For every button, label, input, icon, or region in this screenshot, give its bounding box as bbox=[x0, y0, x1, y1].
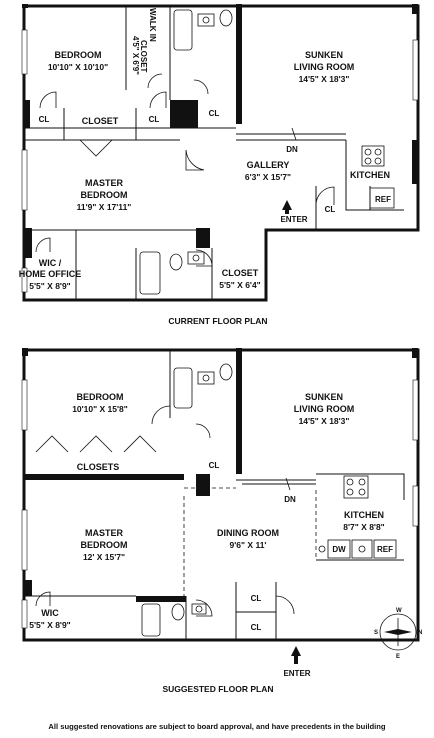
suggested-plan-caption: SUGGESTED FLOOR PLAN bbox=[163, 684, 274, 694]
current-cl-left: CL bbox=[39, 115, 50, 124]
suggested-master-label-2: BEDROOM bbox=[81, 540, 128, 550]
current-living-label-2: LIVING ROOM bbox=[294, 62, 355, 72]
current-bedroom-label: BEDROOM bbox=[55, 50, 102, 60]
suggested-living-label-1: SUNKEN bbox=[305, 392, 343, 402]
current-master-label-2: BEDROOM bbox=[81, 190, 128, 200]
current-closet2-dim: 5'5" X 6'4" bbox=[219, 280, 260, 290]
disclaimer-text: All suggested renovations are subject to… bbox=[48, 722, 386, 731]
compass-icon: W E S N bbox=[374, 608, 422, 660]
suggested-bedroom-dim: 10'10" X 15'8" bbox=[72, 404, 128, 414]
current-floor-plan: BEDROOM 10'10" X 10'10" WALK IN CLOSET 4… bbox=[19, 4, 420, 302]
suggested-master-dim: 12' X 15'7" bbox=[83, 552, 125, 562]
current-master-label-1: MASTER bbox=[85, 178, 124, 188]
current-kitchen-label: KITCHEN bbox=[350, 170, 390, 180]
current-cl-bath: CL bbox=[209, 109, 220, 118]
current-walkin-dim: 4'5" X 6'9" bbox=[131, 36, 140, 75]
current-living-label-1: SUNKEN bbox=[305, 50, 343, 60]
current-plan-caption: CURRENT FLOOR PLAN bbox=[168, 316, 267, 326]
current-closet-label: CLOSET bbox=[82, 116, 119, 126]
current-gallery-label: GALLERY bbox=[247, 160, 290, 170]
suggested-ref: REF bbox=[377, 545, 393, 554]
suggested-bedroom-label: BEDROOM bbox=[77, 392, 124, 402]
suggested-wic-label: WIC bbox=[41, 608, 59, 618]
current-enter: ENTER bbox=[280, 215, 307, 224]
suggested-living-label-2: LIVING ROOM bbox=[294, 404, 355, 414]
suggested-cl-bath: CL bbox=[209, 461, 220, 470]
suggested-enter: ENTER bbox=[283, 669, 310, 678]
current-closet2-label: CLOSET bbox=[222, 268, 259, 278]
current-master-dim: 11'9" X 17'11" bbox=[77, 202, 132, 212]
current-living-dim: 14'5" X 18'3" bbox=[299, 74, 350, 84]
current-cl-mid: CL bbox=[149, 115, 160, 124]
suggested-kitchen-label: KITCHEN bbox=[344, 510, 384, 520]
compass-n: N bbox=[418, 630, 422, 636]
current-wic-dim: 5'5" X 8'9" bbox=[29, 281, 70, 291]
suggested-kitchen-dim: 8'7" X 8'8" bbox=[343, 522, 384, 532]
current-wic-label-1: WIC / bbox=[39, 258, 62, 268]
compass-e: E bbox=[396, 654, 400, 660]
suggested-floor-plan: W E S N BEDROOM 10'10" X 15'8" SUNKEN LI… bbox=[21, 348, 422, 678]
suggested-dn: DN bbox=[284, 495, 296, 504]
current-wic-label-2: HOME OFFICE bbox=[19, 269, 82, 279]
compass-s: S bbox=[374, 630, 378, 636]
current-walkin-label-1: WALK IN bbox=[148, 8, 157, 42]
current-walkin-label-2: CLOSET bbox=[139, 40, 148, 73]
suggested-living-dim: 14'5" X 18'3" bbox=[299, 416, 350, 426]
suggested-dining-dim: 9'6" X 11' bbox=[230, 540, 267, 550]
current-ref: REF bbox=[375, 195, 391, 204]
suggested-wic-dim: 5'5" X 8'9" bbox=[29, 620, 70, 630]
suggested-dining-label: DINING ROOM bbox=[217, 528, 279, 538]
suggested-master-label-1: MASTER bbox=[85, 528, 124, 538]
suggested-cl-a: CL bbox=[251, 594, 262, 603]
suggested-dw: DW bbox=[332, 545, 346, 554]
suggested-cl-b: CL bbox=[251, 623, 262, 632]
suggested-closets-label: CLOSETS bbox=[77, 462, 120, 472]
current-gallery-dim: 6'3" X 15'7" bbox=[245, 172, 291, 182]
current-dn: DN bbox=[286, 145, 298, 154]
current-bedroom-dim: 10'10" X 10'10" bbox=[48, 62, 108, 72]
current-cl-entry: CL bbox=[325, 205, 336, 214]
compass-w: W bbox=[396, 608, 402, 614]
